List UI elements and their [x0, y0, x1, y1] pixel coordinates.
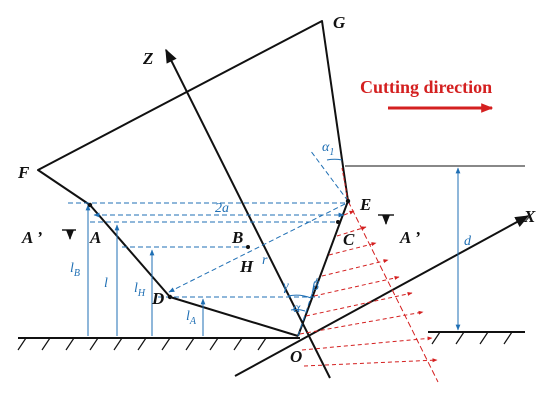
angle-arcs	[287, 158, 343, 312]
section-markers	[62, 214, 394, 240]
angle-alpha1: α1	[322, 140, 334, 158]
dim-lB: lB	[70, 261, 80, 279]
label-F: F	[17, 163, 30, 182]
angle-gamma: γ	[283, 279, 289, 294]
dim-r-arrow	[168, 203, 346, 293]
ground-right-hatch	[431, 331, 513, 345]
label-D: D	[151, 289, 164, 308]
x-axis	[234, 215, 530, 377]
stress-distribution	[341, 167, 439, 383]
label-C: C	[343, 230, 355, 249]
label-A: A	[89, 228, 101, 247]
label-Z: Z	[142, 49, 153, 68]
label-X: X	[523, 207, 536, 226]
label-E: E	[359, 195, 371, 214]
dim-r: r	[262, 253, 268, 268]
dim-lH: lH	[134, 281, 146, 299]
construction-lines	[68, 149, 350, 337]
z-axis	[165, 48, 331, 379]
label-B: B	[231, 228, 243, 247]
dim-lA: lA	[186, 309, 197, 327]
dim-d: d	[464, 234, 472, 249]
vertical-dims	[85, 167, 461, 336]
label-O: O	[290, 347, 302, 366]
dim-l: l	[104, 276, 108, 291]
ground-left-hatch	[17, 337, 267, 351]
stress-arrows	[299, 210, 438, 367]
label-A-section-left: A ’	[21, 228, 43, 247]
tool-outline	[37, 20, 349, 337]
title: Cutting direction	[360, 77, 492, 97]
label-A-section-right: A ’	[399, 228, 421, 247]
point-dots	[87, 198, 351, 300]
label-G: G	[333, 13, 346, 32]
angle-beta: β	[311, 279, 319, 294]
label-H: H	[239, 257, 254, 276]
angle-alpha: α	[293, 301, 301, 316]
dim-2a: 2a	[215, 201, 229, 216]
